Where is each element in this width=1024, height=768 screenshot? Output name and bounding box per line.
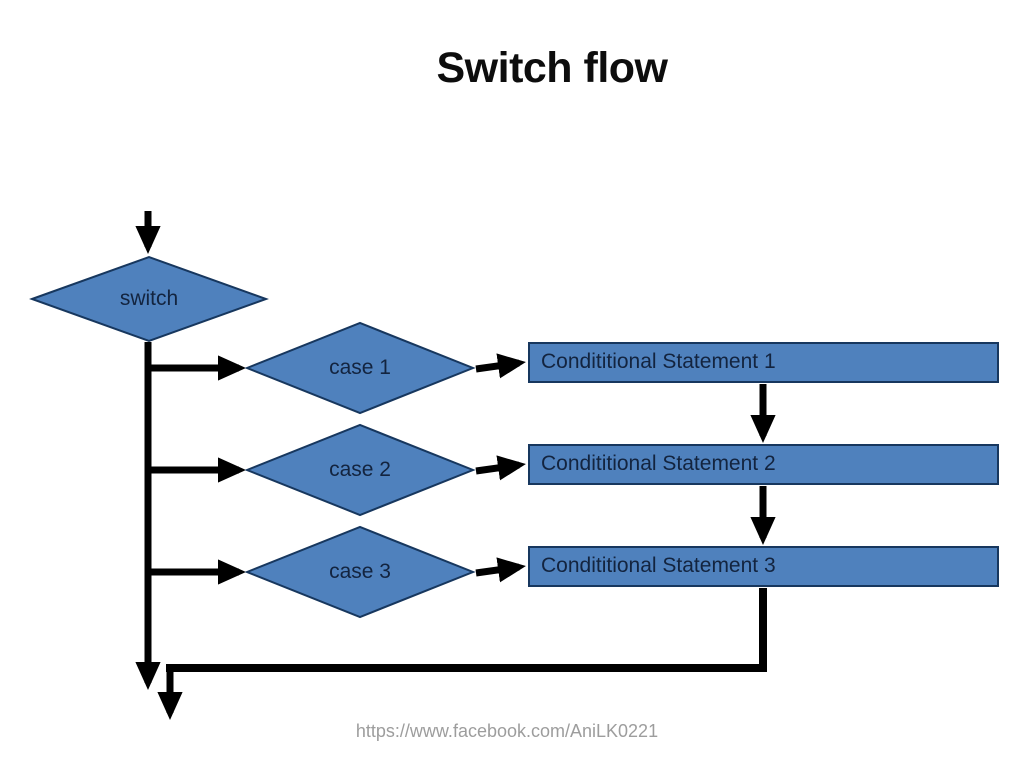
statement-3-box: Condititional Statement 3: [528, 546, 999, 587]
case-2-diamond: [244, 423, 476, 517]
statement-3-label: Condititional Statement 3: [541, 554, 776, 577]
case-2-label: case 2: [329, 458, 391, 481]
arrow-case3-to-statement3: [475, 557, 526, 583]
switch-diamond-label: switch: [119, 287, 179, 310]
case-1-diamond: [244, 321, 476, 415]
switch-diamond: [29, 255, 269, 343]
case-3-label: case 3: [329, 560, 391, 583]
case-3-diamond: [244, 525, 476, 619]
slide-title: Switch flow: [436, 44, 669, 92]
arrow-case2-to-statement2: [475, 455, 526, 481]
footer-url: https://www.facebook.com/AniLK0221: [355, 721, 659, 741]
statement-1-label: Condititional Statement 1: [541, 350, 776, 373]
arrow-case1-to-statement1: [475, 353, 526, 379]
statement-2-box: Condititional Statement 2: [528, 444, 999, 485]
statement-1-box: Condititional Statement 1: [528, 342, 999, 383]
statement-2-label: Condititional Statement 2: [541, 452, 776, 475]
case-1-label: case 1: [329, 356, 391, 379]
